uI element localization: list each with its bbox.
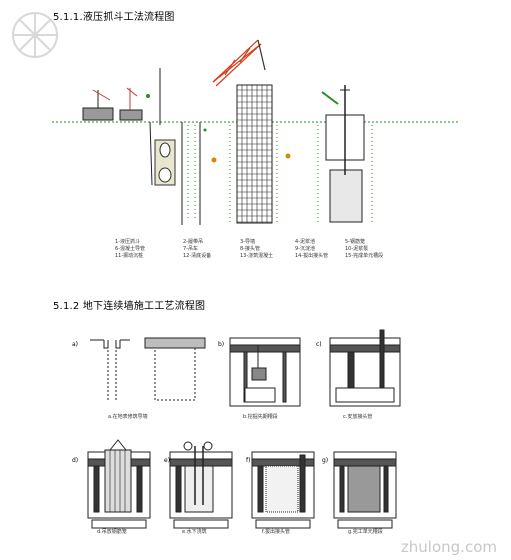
legend-item-14: 14-拔出接头管 (295, 252, 328, 259)
legend-item-3: 3-导墙 (240, 238, 255, 245)
legend-item-10: 10-泥浆泵 (345, 245, 368, 252)
step-d: d) (72, 439, 151, 519)
step-e: e) (164, 441, 233, 519)
step-g-letter: g) (322, 457, 328, 464)
legend-item-15: 15-完成单元槽段 (345, 252, 383, 259)
legend-item-8: 8-接头管 (240, 245, 260, 252)
step-c-caption: c.安放接头管 (343, 413, 372, 420)
section2-title: 5.1.2 地下连续墙施工工艺流程图 (53, 301, 206, 312)
step-a-letter: a) (72, 341, 78, 348)
legend-item-6: 6-混凝土导管 (115, 245, 145, 252)
step-g: g) (322, 451, 397, 519)
legend-item-11: 11-振动沉桩 (115, 252, 143, 259)
step-e-caption: e.水下浇筑 (182, 528, 207, 535)
legend-item-2: 2-履带吊 (183, 239, 203, 245)
watermark-text: zhulong.com (400, 538, 497, 556)
concreting (317, 85, 373, 223)
step-f-caption: f.拔出接头管 (262, 528, 290, 535)
step-a: a) (72, 337, 206, 401)
step-d-letter: d) (72, 457, 78, 464)
step-f-letter: f) (246, 457, 250, 464)
rebar-cage (236, 84, 273, 224)
crane (212, 39, 266, 87)
step-e-letter: e) (164, 457, 170, 464)
step-b: b) (218, 337, 301, 407)
legend-item-12: 12-清底设备 (183, 252, 211, 259)
grab-rig (82, 68, 207, 225)
step-f: f) (246, 451, 315, 519)
step-g-caption: g.完工单元槽段 (348, 528, 383, 535)
legend-item-5: 5-钢筋笼 (345, 238, 365, 245)
watermark-logo (12, 12, 58, 58)
step-c-letter: c) (316, 341, 322, 348)
legend-item-13: 13-浇筑混凝土 (240, 252, 273, 259)
legend-item-1: 1-液压抓斗 (115, 238, 140, 245)
legend-item-7: 7-吊车 (183, 245, 198, 252)
step-d-caption: d.吊放钢筋笼 (97, 528, 127, 535)
section1-title: 5.1.1.液压抓斗工法流程图 (53, 12, 175, 23)
legend: 1-液压抓斗 2-履带吊 3-导墙 4-泥浆池 5-钢筋笼 6-混凝土导管 7-… (115, 238, 383, 259)
legend-item-9: 9-沉淀池 (295, 245, 315, 252)
legend-item-4: 4-泥浆池 (295, 238, 315, 245)
step-b-letter: b) (218, 341, 224, 348)
step-b-caption: b.挖掘先期槽段 (243, 413, 278, 420)
step-a-caption: a.在地表修筑导墙 (108, 413, 148, 420)
step-c: c) (316, 329, 401, 407)
